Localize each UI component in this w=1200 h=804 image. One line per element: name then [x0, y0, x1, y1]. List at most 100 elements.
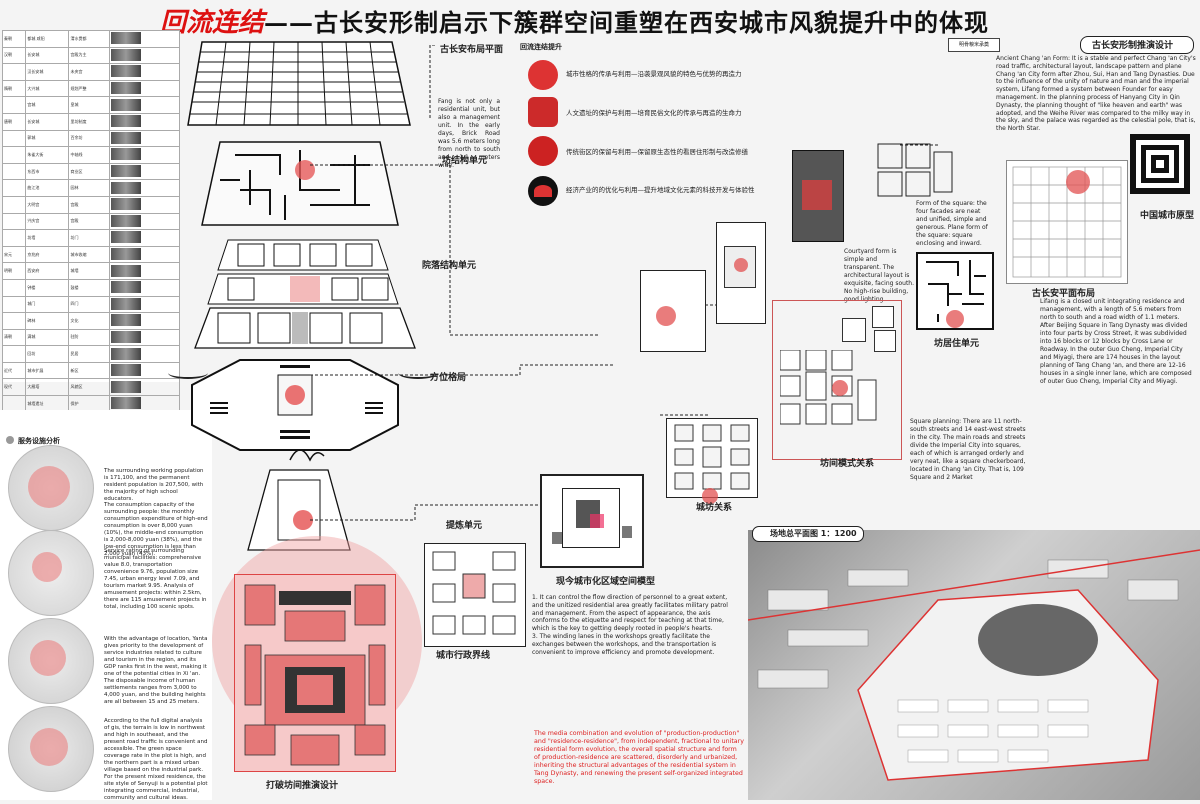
control-text: 1. It can control the flow direction of … [532, 594, 728, 656]
label-fang-unit: 坊结构单元 [442, 156, 488, 166]
table-row: 唐朝长安城里坊制度 [1, 112, 181, 131]
table-cell: 园林 [68, 179, 110, 197]
table-cell: 汉长安城 [25, 63, 70, 81]
history-photo-icon [110, 264, 141, 277]
table-thumb [108, 63, 181, 81]
history-photo-icon [110, 148, 141, 161]
changan-plan-focus [1066, 170, 1090, 194]
history-table: 秦朝都城 咸阳渭水贯都汉朝长安城宫殿为主汉长安城未央宫隋朝大兴城规划严整宫城皇城… [1, 30, 181, 413]
table-cell: 隋朝 [1, 79, 27, 98]
history-table-grid: 秦朝都城 咸阳渭水贯都汉朝长安城宫殿为主汉长安城未央宫隋朝大兴城规划严整宫城皇城… [1, 30, 181, 413]
service-text-2: The consumption capacity of the surround… [104, 502, 208, 557]
table-cell: 宫城 [25, 96, 70, 114]
table-cell: 未央宫 [68, 63, 110, 81]
label-courtyard-unit: 院落结构单元 [422, 261, 477, 271]
table-cell [1, 345, 27, 363]
table-row: 碑林文化 [1, 312, 181, 330]
history-photo-icon [110, 314, 141, 327]
table-cell: 碑林 [25, 312, 70, 330]
label-break-design: 打破坊间推演设计 [266, 781, 339, 791]
square-title: 古长安形制推演设计 [1092, 41, 1174, 51]
table-cell: 新区 [68, 361, 110, 380]
history-photo-icon [110, 364, 141, 377]
table-cell: 回坊 [25, 345, 70, 363]
table-thumb [108, 229, 181, 247]
table-cell: 规划严整 [68, 79, 110, 98]
table-cell: 西安府 [25, 262, 70, 280]
table-row: 城墙遗址保护 [1, 395, 181, 413]
label-modern-space: 现今城市化区域空间模型 [556, 577, 656, 587]
economy-leaf-icon [534, 185, 552, 197]
table-cell: 大明宫 [25, 195, 70, 214]
heritage-icon [528, 97, 558, 127]
table-cell: 现代 [1, 378, 27, 397]
table-cell: 城墙 [68, 262, 110, 280]
service-title: 服务设施分析 [18, 437, 60, 445]
table-cell [1, 179, 27, 197]
tradition-icon [528, 136, 558, 166]
table-cell: 钟楼 [25, 278, 70, 297]
table-cell [1, 295, 27, 314]
building-3-focus [656, 306, 676, 326]
table-thumb [108, 179, 181, 197]
table-cell: 长安城 [25, 46, 70, 65]
table-row: 朱雀大街中轴线 [1, 146, 181, 164]
media-text: The media combination and evolution of "… [534, 730, 744, 785]
china-proto-icon [1130, 134, 1190, 194]
table-row: 明朝西安府城墙 [1, 262, 181, 280]
building-model-2-core [802, 180, 832, 210]
label-changan-plan: 古长安布局平面 [440, 45, 504, 55]
table-row: 钟楼鼓楼 [1, 278, 181, 297]
table-cell: 清朝 [1, 328, 27, 347]
service-text-4: With the advantage of location, Yanta gi… [104, 636, 208, 705]
history-photo-icon [110, 131, 141, 144]
table-cell: 大雁塔 [25, 378, 70, 397]
site-plan-title-box [752, 526, 864, 542]
history-photo-icon [110, 115, 141, 128]
building-1-focus [734, 258, 748, 272]
title-bar: 回流连结——古长安形制启示下簇群空间重塑在西安城市风貌提升中的体现 [160, 2, 1060, 38]
service-focus-1 [28, 466, 70, 508]
table-cell: 民居 [68, 345, 110, 363]
table-cell: 皇城 [68, 96, 110, 114]
table-cell [1, 229, 27, 247]
city-admin-box [424, 543, 526, 647]
square-form-text: Form of the square: the four facades are… [916, 200, 988, 247]
table-thumb [108, 195, 181, 214]
fangjian-block-3 [874, 330, 896, 352]
dragon-left-icon [168, 367, 208, 379]
table-row: 近代城市扩展新区 [1, 361, 181, 380]
table-row: 坊墙坊门 [1, 229, 181, 247]
history-photo-icon [110, 297, 141, 310]
table-cell: 里坊制度 [68, 112, 110, 131]
table-cell: 渭水贯都 [68, 30, 110, 48]
changan-text: Ancient Chang 'an Form: It is a stable a… [996, 55, 1196, 133]
table-cell [1, 195, 27, 214]
table-cell: 长安城 [25, 112, 70, 131]
service-text-1: The surrounding working population is 17… [104, 468, 204, 502]
history-photo-icon [110, 165, 141, 178]
table-cell: 明朝 [1, 262, 27, 280]
table-row: 大明宫宫殿 [1, 195, 181, 214]
icon-text-4: 经济产业的的优化与利用—提升地域文化元素的科技开发与体验性 [566, 186, 755, 194]
table-cell: 城市收缩 [68, 245, 110, 264]
table-row: 城门四门 [1, 295, 181, 314]
label-china-proto: 中国城市原型 [1140, 211, 1195, 221]
history-photo-icon [110, 380, 141, 393]
table-cell: 宫殿为主 [68, 46, 110, 65]
service-focus-2 [32, 552, 62, 582]
fangjian-grid [780, 350, 877, 425]
label-city-fang: 城坊关系 [696, 503, 733, 513]
table-cell: 秦朝 [1, 30, 27, 48]
table-cell: 城市扩展 [25, 361, 70, 380]
history-photo-icon [110, 248, 141, 261]
table-thumb [108, 361, 181, 380]
service-text-3: Service rating of surrounding municipal … [104, 548, 207, 610]
building-detail-sketch [876, 142, 954, 204]
fang-residence-focus [946, 310, 964, 328]
table-cell [1, 146, 27, 164]
history-photo-icon [110, 214, 141, 227]
page-title: ——古长安形制启示下簇群空间重塑在西安城市风貌提升中的体现 [264, 8, 990, 37]
table-cell: 满城 [25, 328, 70, 347]
icon-text-2: 人文遗址的保护与利用—培育民俗文化的传承与再造的生命力 [566, 109, 742, 117]
